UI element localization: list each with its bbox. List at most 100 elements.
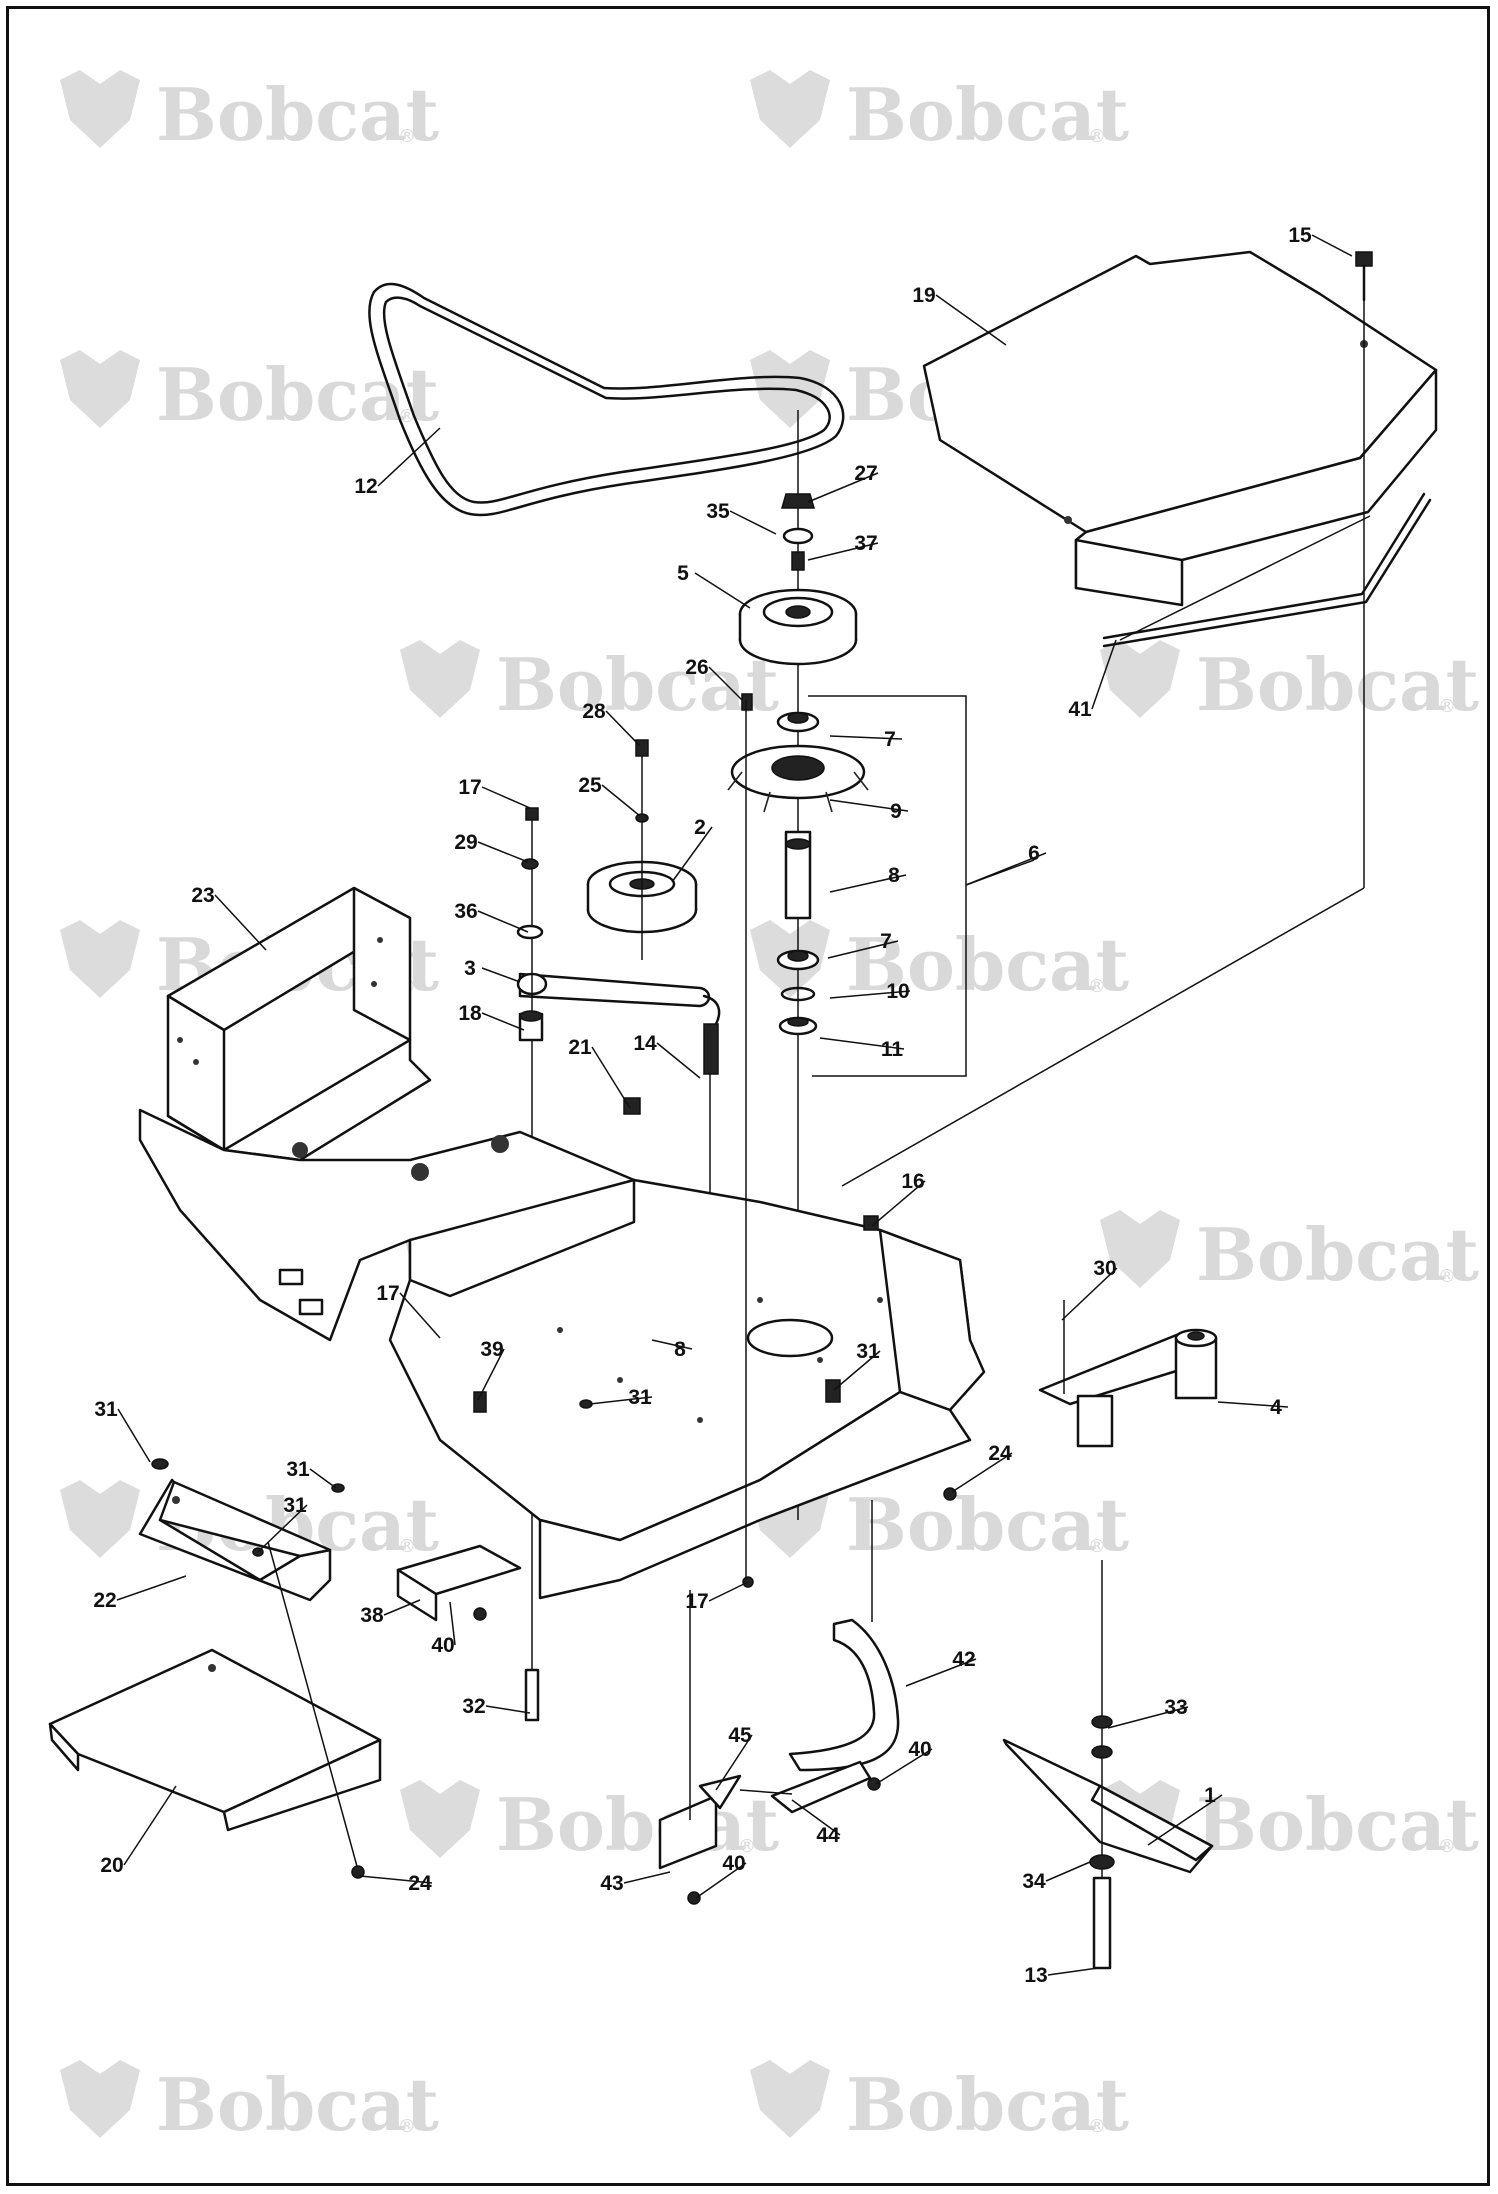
callout-label: 8 <box>674 1338 686 1361</box>
callout-leader-line <box>481 1012 525 1031</box>
callout-label: 23 <box>191 884 214 907</box>
callout-c4: 4 <box>1217 1396 1289 1419</box>
callout-c13: 13 <box>1024 1964 1099 1987</box>
callout-label: 14 <box>633 1032 657 1055</box>
bobcat-head-logo-icon <box>750 70 830 148</box>
callout-leader-line <box>875 1748 933 1785</box>
callout-label: 31 <box>283 1494 307 1517</box>
callout-label: 40 <box>722 1852 745 1875</box>
callout-c10: 10 <box>829 980 911 1003</box>
callout-leader-line <box>214 894 267 951</box>
callout-leader-line <box>1147 1794 1223 1846</box>
callout-leader-line <box>123 1785 177 1866</box>
watermark-text: Bobcat <box>496 642 779 727</box>
callout-label: 37 <box>854 532 877 555</box>
callout-label: 29 <box>454 831 477 854</box>
callout-c6: 6 <box>965 842 1047 886</box>
callout-leader-line <box>715 1734 753 1791</box>
callout-label: 6 <box>1028 842 1040 865</box>
callout-leader-line <box>1045 1861 1091 1882</box>
callout-label: 33 <box>1164 1696 1187 1719</box>
callout-leader-line <box>827 940 899 959</box>
callout-c7a: 7 <box>829 728 903 751</box>
callout-label: 44 <box>816 1824 840 1847</box>
callout-label: 7 <box>884 728 896 751</box>
callout-leader-line <box>1047 1967 1099 1976</box>
callout-leader-line <box>708 1581 749 1602</box>
callout-leader-line <box>383 1599 421 1616</box>
callout-c31e: 31 <box>833 1340 881 1391</box>
callout-c26: 26 <box>685 656 743 701</box>
callout-c11: 11 <box>819 1037 905 1061</box>
watermark-text: Bobcat <box>846 72 1129 157</box>
callout-leader-line <box>1311 234 1353 257</box>
callout-c32: 32 <box>462 1695 531 1718</box>
front-roller-bracket-22 <box>138 1478 332 1602</box>
watermark-registered-mark: ® <box>398 1536 416 1557</box>
callout-leader-line <box>1091 639 1117 710</box>
callout-leader-line <box>623 1871 671 1884</box>
callout-label: 22 <box>93 1589 116 1612</box>
callout-c31b: 31 <box>286 1458 337 1489</box>
callout-leader-line <box>833 1350 881 1391</box>
callout-c44: 44 <box>791 1799 841 1847</box>
callout-c35: 35 <box>706 500 777 535</box>
callout-leader-line <box>399 1292 441 1339</box>
callout-label: 4 <box>1270 1396 1282 1419</box>
callout-c39: 39 <box>477 1338 505 1401</box>
callout-label: 31 <box>94 1398 118 1421</box>
callout-label: 10 <box>886 980 909 1003</box>
bobcat-head-logo-icon <box>60 920 140 998</box>
callout-leader-line <box>477 841 529 863</box>
bobcat-watermark: Bobcat® <box>400 640 779 727</box>
callout-c8b: 8 <box>651 1338 693 1361</box>
callout-label: 40 <box>431 1634 454 1657</box>
callout-c8: 8 <box>829 864 907 893</box>
callout-leader-line <box>807 542 879 561</box>
callout-label: 25 <box>578 774 602 797</box>
callout-leader-line <box>485 1705 531 1714</box>
callout-leader-line <box>829 735 903 740</box>
idler-arm-3 <box>516 972 711 1008</box>
callout-label: 16 <box>901 1170 924 1193</box>
callout-c40c: 40 <box>695 1852 747 1899</box>
watermark-text: Bobcat <box>156 2062 439 2147</box>
callout-label: 31 <box>286 1458 310 1481</box>
callout-c41: 41 <box>1068 639 1117 721</box>
watermark-registered-mark: ® <box>398 126 416 147</box>
callout-leader-line <box>951 1452 1013 1493</box>
belt-cover-19 <box>922 250 1438 607</box>
callout-c24a: 24 <box>951 1442 1013 1493</box>
bobcat-head-logo-icon <box>1100 640 1180 718</box>
callout-label: 11 <box>881 1038 904 1061</box>
callout-leader-line <box>309 1468 337 1489</box>
watermark-registered-mark: ® <box>1438 696 1456 717</box>
idler-pulley-2 <box>586 739 698 960</box>
watermark-text: Bobcat <box>1196 1782 1479 1867</box>
watermark-registered-mark: ® <box>1088 1536 1106 1557</box>
callout-leader-line <box>591 1046 631 1109</box>
callout-c21: 21 <box>568 1036 631 1109</box>
callout-label: 18 <box>458 1002 482 1025</box>
diagram-border <box>6 6 1490 2186</box>
watermark-text: Bobcat <box>496 1782 779 1867</box>
callout-c40b: 40 <box>875 1738 933 1785</box>
watermark-text: Bobcat <box>1196 642 1479 727</box>
callout-c7b: 7 <box>827 930 899 959</box>
callout-leader-line <box>905 1658 977 1687</box>
callout-label: 9 <box>890 800 902 823</box>
callout-leader-line <box>481 786 531 809</box>
callout-c37: 37 <box>807 532 879 561</box>
callout-label: 45 <box>728 1724 752 1747</box>
callout-label: 36 <box>454 900 477 923</box>
callout-leader-line <box>117 1408 151 1463</box>
callout-leader-line <box>829 799 909 812</box>
callout-c14: 14 <box>633 1032 701 1079</box>
callout-c42: 42 <box>905 1648 977 1687</box>
callout-leader-line <box>791 1799 841 1836</box>
callout-c30: 30 <box>1061 1257 1118 1321</box>
callout-label: 1 <box>1204 1784 1216 1807</box>
bobcat-watermark: Bobcat® <box>750 1480 1129 1567</box>
mower-deck <box>138 1108 986 1600</box>
callout-leader-line <box>651 1339 693 1350</box>
